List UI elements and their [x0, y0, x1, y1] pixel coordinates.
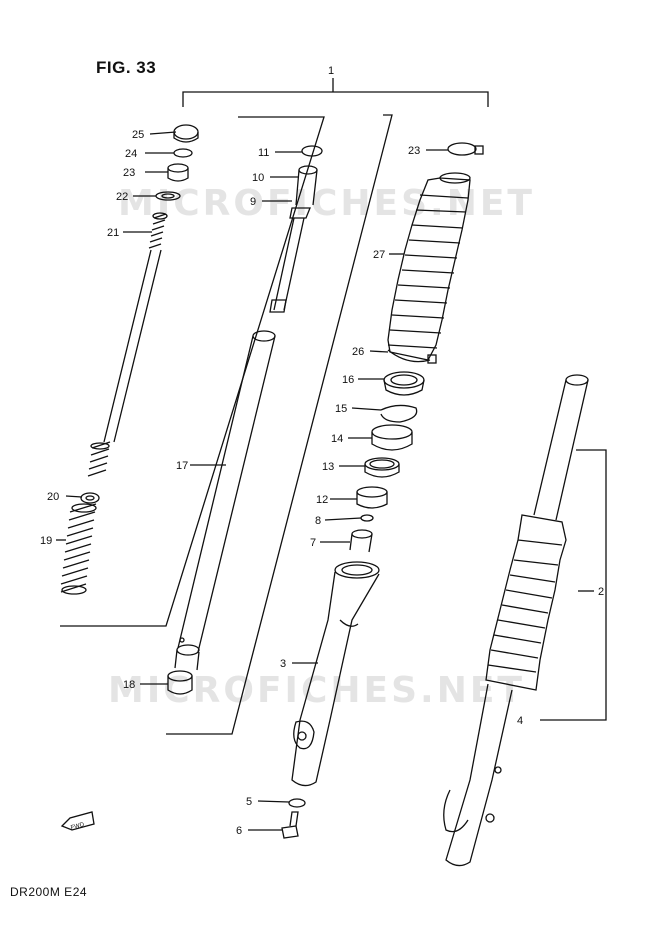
panel-left-group	[60, 116, 325, 627]
callout-3: 3	[280, 658, 286, 670]
washer-14	[371, 432, 413, 451]
spacer-23	[167, 168, 189, 182]
fwd-label: FWD	[70, 822, 85, 832]
bushing-18	[167, 676, 193, 695]
cap-25	[173, 124, 199, 140]
clamp-26	[387, 349, 431, 363]
washer-5	[288, 798, 306, 808]
fork-assembly-right	[443, 374, 589, 867]
bushing-13	[364, 464, 400, 478]
callout-4: 4	[517, 715, 523, 727]
watermark-top: MICROFICHES.NET	[118, 183, 535, 224]
callout-24: 24	[125, 148, 137, 160]
callout-14: 14	[331, 433, 343, 445]
fwd-arrow-icon	[60, 811, 95, 831]
bolt-6	[281, 825, 299, 839]
callout-27: 27	[373, 249, 385, 261]
callout-18: 18	[123, 679, 135, 691]
callout-1: 1	[328, 65, 334, 77]
callout-17: 17	[176, 460, 188, 472]
ring-8	[360, 514, 374, 522]
clamp-23	[447, 142, 477, 156]
callout-2: 2	[598, 586, 604, 598]
oil-lock-7	[349, 533, 373, 553]
damper-rod	[103, 249, 162, 443]
callout-7: 7	[310, 537, 316, 549]
circlip-15	[380, 404, 418, 423]
callout-22: 22	[116, 191, 128, 203]
spring-21	[148, 212, 168, 249]
spring-19	[60, 503, 97, 595]
inner-tube-17	[177, 335, 276, 653]
callout-labels: 1 2 3 4 5 6 7 8 9 10 11 12 13 14 15 16 1…	[40, 65, 604, 837]
callout-19: 19	[40, 535, 52, 547]
bushing-10	[295, 169, 318, 206]
callout-26: 26	[352, 346, 364, 358]
callout-13: 13	[322, 461, 334, 473]
callout-6: 6	[236, 825, 242, 837]
ring-11	[301, 145, 323, 157]
spring-lower	[87, 441, 111, 477]
callout-11: 11	[258, 147, 269, 159]
damper-9	[289, 207, 311, 219]
callout-9: 9	[250, 196, 256, 208]
callout-23a: 23	[123, 167, 135, 179]
callout-15: 15	[335, 403, 347, 415]
washer-20	[80, 492, 100, 504]
callout-25: 25	[132, 129, 144, 141]
callout-21: 21	[107, 227, 119, 239]
bushing-12	[356, 492, 388, 509]
callout-16: 16	[342, 374, 354, 386]
callout-10: 10	[252, 172, 264, 184]
callout-8: 8	[315, 515, 321, 527]
callout-5: 5	[246, 796, 252, 808]
panel-middle-group	[166, 114, 393, 735]
bracket-assembly-2	[540, 449, 607, 721]
model-code: DR200M E24	[10, 885, 88, 899]
callout-23b: 23	[408, 145, 420, 157]
callout-20: 20	[47, 491, 59, 503]
outer-tube-3	[291, 561, 380, 787]
bracket-assembly-1	[182, 91, 489, 107]
callout-12: 12	[316, 494, 328, 506]
watermark-bottom: MICROFICHES.NET	[108, 670, 525, 711]
fork-boot-27	[387, 172, 471, 361]
figure-title: FIG. 33	[96, 58, 157, 77]
ring-24	[173, 148, 193, 158]
washer-22	[155, 191, 181, 201]
